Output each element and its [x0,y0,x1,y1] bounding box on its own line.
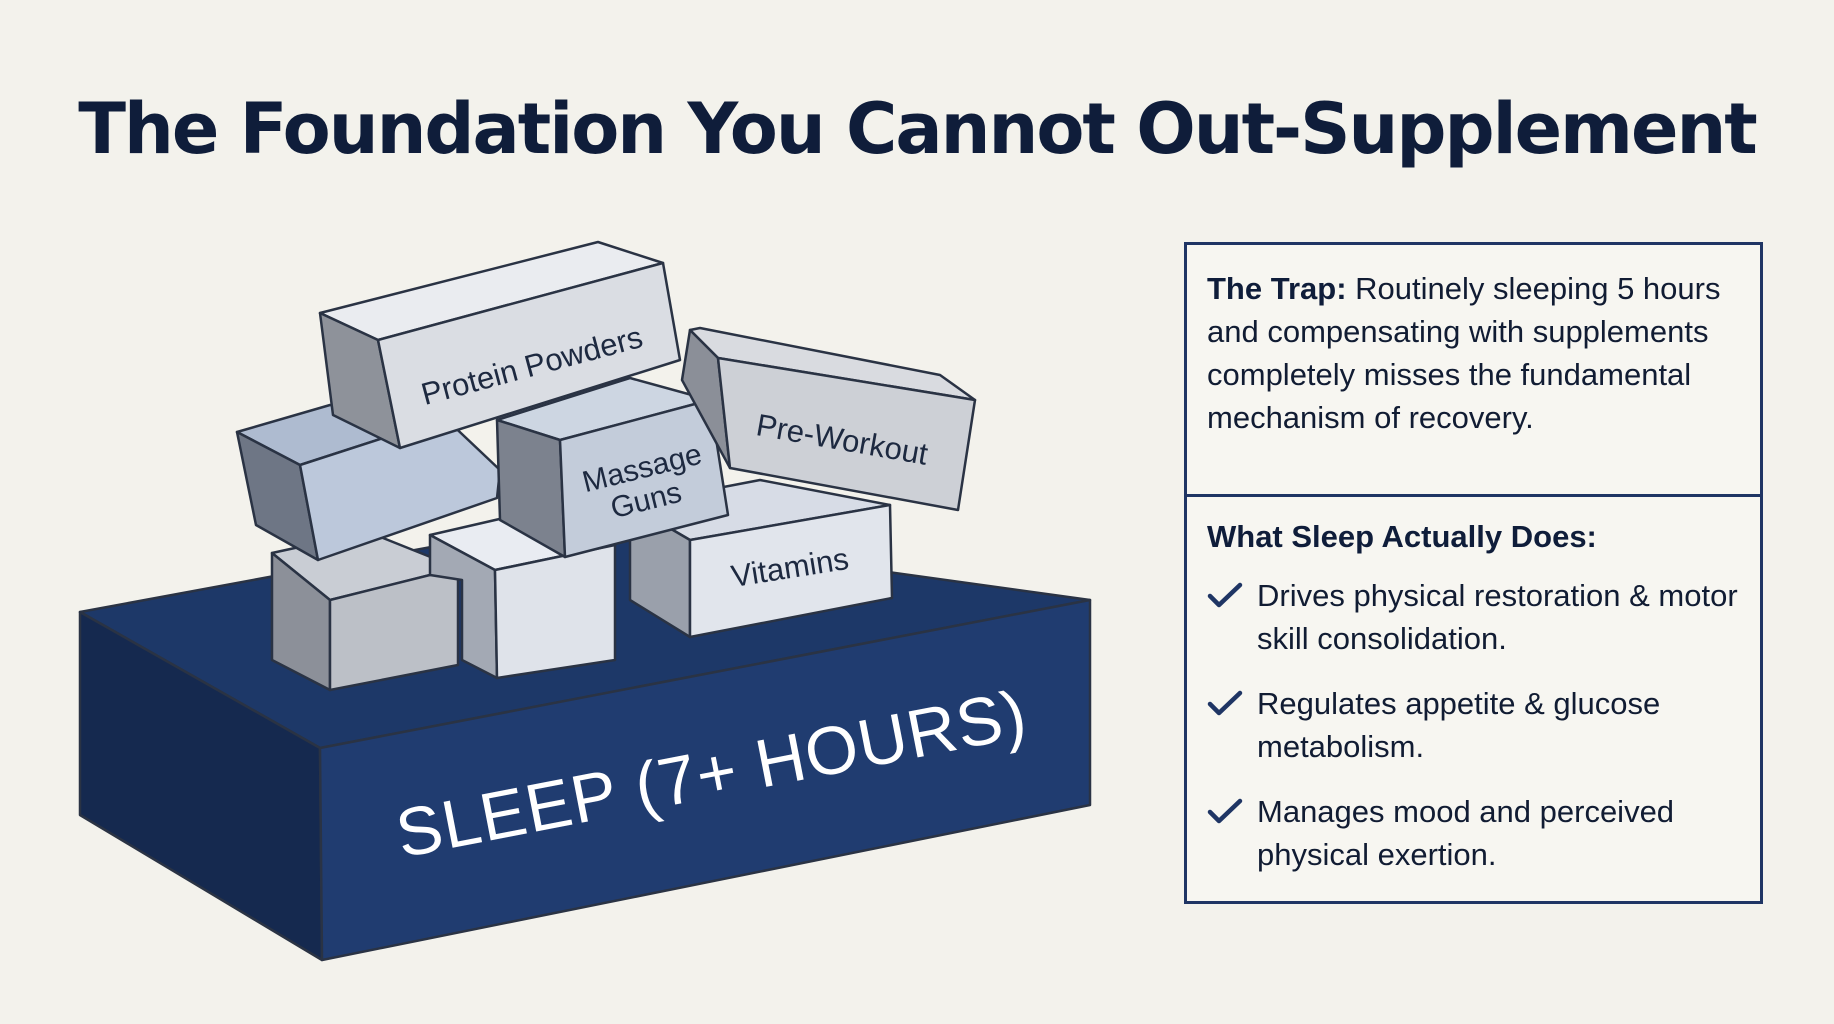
benefit-text: Manages mood and perceived physical exer… [1257,794,1675,872]
trap-lead: The Trap: [1207,271,1347,306]
benefit-item: Manages mood and perceived physical exer… [1207,790,1738,876]
vitamins-block [628,478,894,639]
benefit-item: Drives physical restoration & motor skil… [1207,574,1738,660]
info-panel: The Trap: Routinely sleeping 5 hours and… [1184,242,1763,904]
page-title: The Foundation You Cannot Out-Supplement [78,88,1758,170]
massage-front-face [558,398,730,559]
protein-powders-block [318,240,682,450]
benefit-text: Regulates appetite & glucose metabolism. [1257,686,1661,764]
benefit-item: Regulates appetite & glucose metabolism. [1207,682,1738,768]
sleep-benefits-heading: What Sleep Actually Does: [1207,519,1597,554]
massage-guns-block [495,376,730,559]
preworkout-front-face [716,356,977,512]
checkmark-icon [1207,582,1243,608]
cube-bottom-middle [428,510,617,680]
checkmark-icon [1207,798,1243,824]
checkmark-icon [1207,690,1243,716]
benefit-text: Drives physical restoration & motor skil… [1257,578,1738,656]
sleep-benefits-section: What Sleep Actually Does: Drives physica… [1187,497,1760,898]
trap-section: The Trap: Routinely sleeping 5 hours and… [1187,245,1760,497]
pre-workout-block [680,326,977,512]
foundation-front-face [318,598,1092,962]
cube-left-slanted [235,403,502,562]
vitamins-front-face [688,503,894,639]
protein-front-face [376,261,682,450]
trap-text: Routinely sleeping 5 hours and compensat… [1207,271,1721,435]
